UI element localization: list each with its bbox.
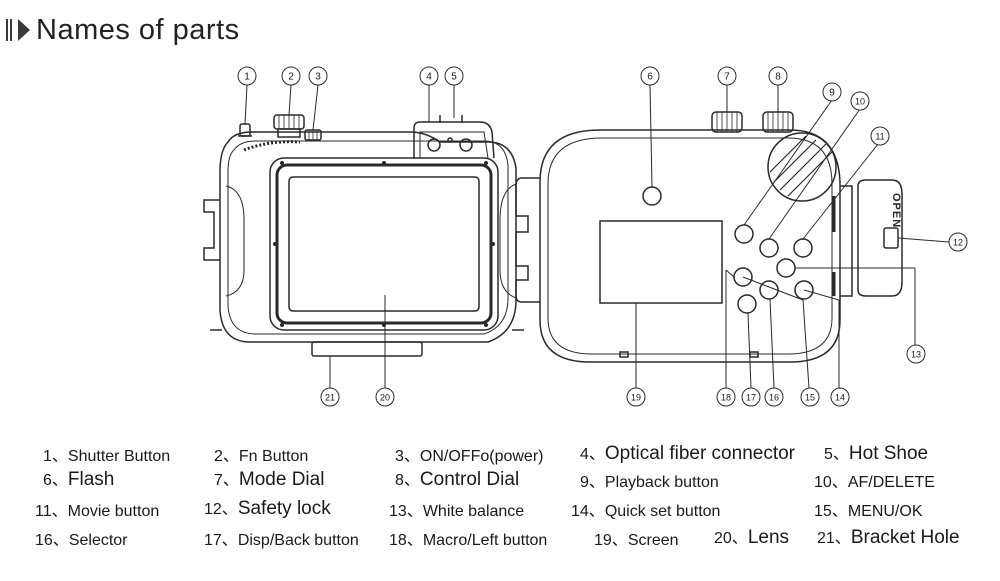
callout-label-21: 21 (325, 393, 335, 403)
callout-label-19: 19 (631, 393, 641, 403)
callout-circle-19 (626, 387, 646, 407)
callout-circle-8 (768, 66, 788, 86)
callout-label-2: 2 (288, 72, 294, 83)
callout-circle-21 (320, 387, 340, 407)
callout-circle-7 (717, 66, 737, 86)
callout-circle-13 (906, 344, 926, 364)
fn-knob (273, 114, 305, 138)
control-dial (762, 111, 794, 133)
leader-lines (244, 84, 950, 389)
callout-circle-18 (716, 387, 736, 407)
page-heading: Names of parts (6, 10, 240, 50)
callout-label-15: 15 (805, 393, 815, 403)
heading-triangle-icon (18, 19, 30, 41)
callout-circle-15 (800, 387, 820, 407)
callout-circle-6 (640, 66, 660, 86)
callout-label-18: 18 (721, 393, 731, 403)
flash-window (642, 186, 662, 206)
callout-circle-2 (281, 66, 301, 86)
open-marking: OPEN (890, 193, 902, 228)
lens-screws (273, 161, 495, 327)
callout-label-1: 1 (244, 72, 250, 83)
callout-circle-4 (419, 66, 439, 86)
callout-circles (237, 66, 968, 407)
callout-label-13: 13 (911, 350, 921, 360)
callout-circle-10 (850, 91, 870, 111)
callout-circle-11 (870, 126, 890, 146)
heading-bars-icon (6, 19, 14, 41)
callout-circle-5 (444, 66, 464, 86)
callout-label-9: 9 (829, 88, 835, 99)
callout-label-3: 3 (315, 72, 321, 83)
callout-circle-9 (822, 82, 842, 102)
callout-label-6: 6 (647, 72, 653, 83)
callout-label-8: 8 (775, 72, 781, 83)
callout-circle-16 (764, 387, 784, 407)
callout-circle-17 (741, 387, 761, 407)
back-housing (515, 111, 903, 363)
callout-label-14: 14 (835, 393, 845, 403)
callout-label-7: 7 (724, 72, 730, 83)
callout-label-10: 10 (855, 97, 865, 107)
mode-dial (711, 111, 743, 133)
callout-label-5: 5 (451, 72, 457, 83)
callout-label-11: 11 (875, 132, 884, 142)
fiber-connector-block (413, 115, 495, 159)
callout-label-12: 12 (953, 238, 963, 248)
bracket-hole (311, 341, 423, 357)
screen-window (599, 220, 723, 304)
callout-label-16: 16 (769, 393, 779, 403)
callout-circle-20 (375, 387, 395, 407)
callout-label-17: 17 (746, 393, 756, 403)
page-title: Names of parts (36, 13, 240, 46)
callout-circle-1 (237, 66, 257, 86)
front-housing (203, 114, 524, 357)
grille (767, 132, 837, 202)
callout-label-4: 4 (426, 72, 432, 83)
callout-circle-3 (308, 66, 328, 86)
callout-label-20: 20 (380, 393, 390, 403)
callout-circle-14 (830, 387, 850, 407)
callout-circle-12 (948, 232, 968, 252)
